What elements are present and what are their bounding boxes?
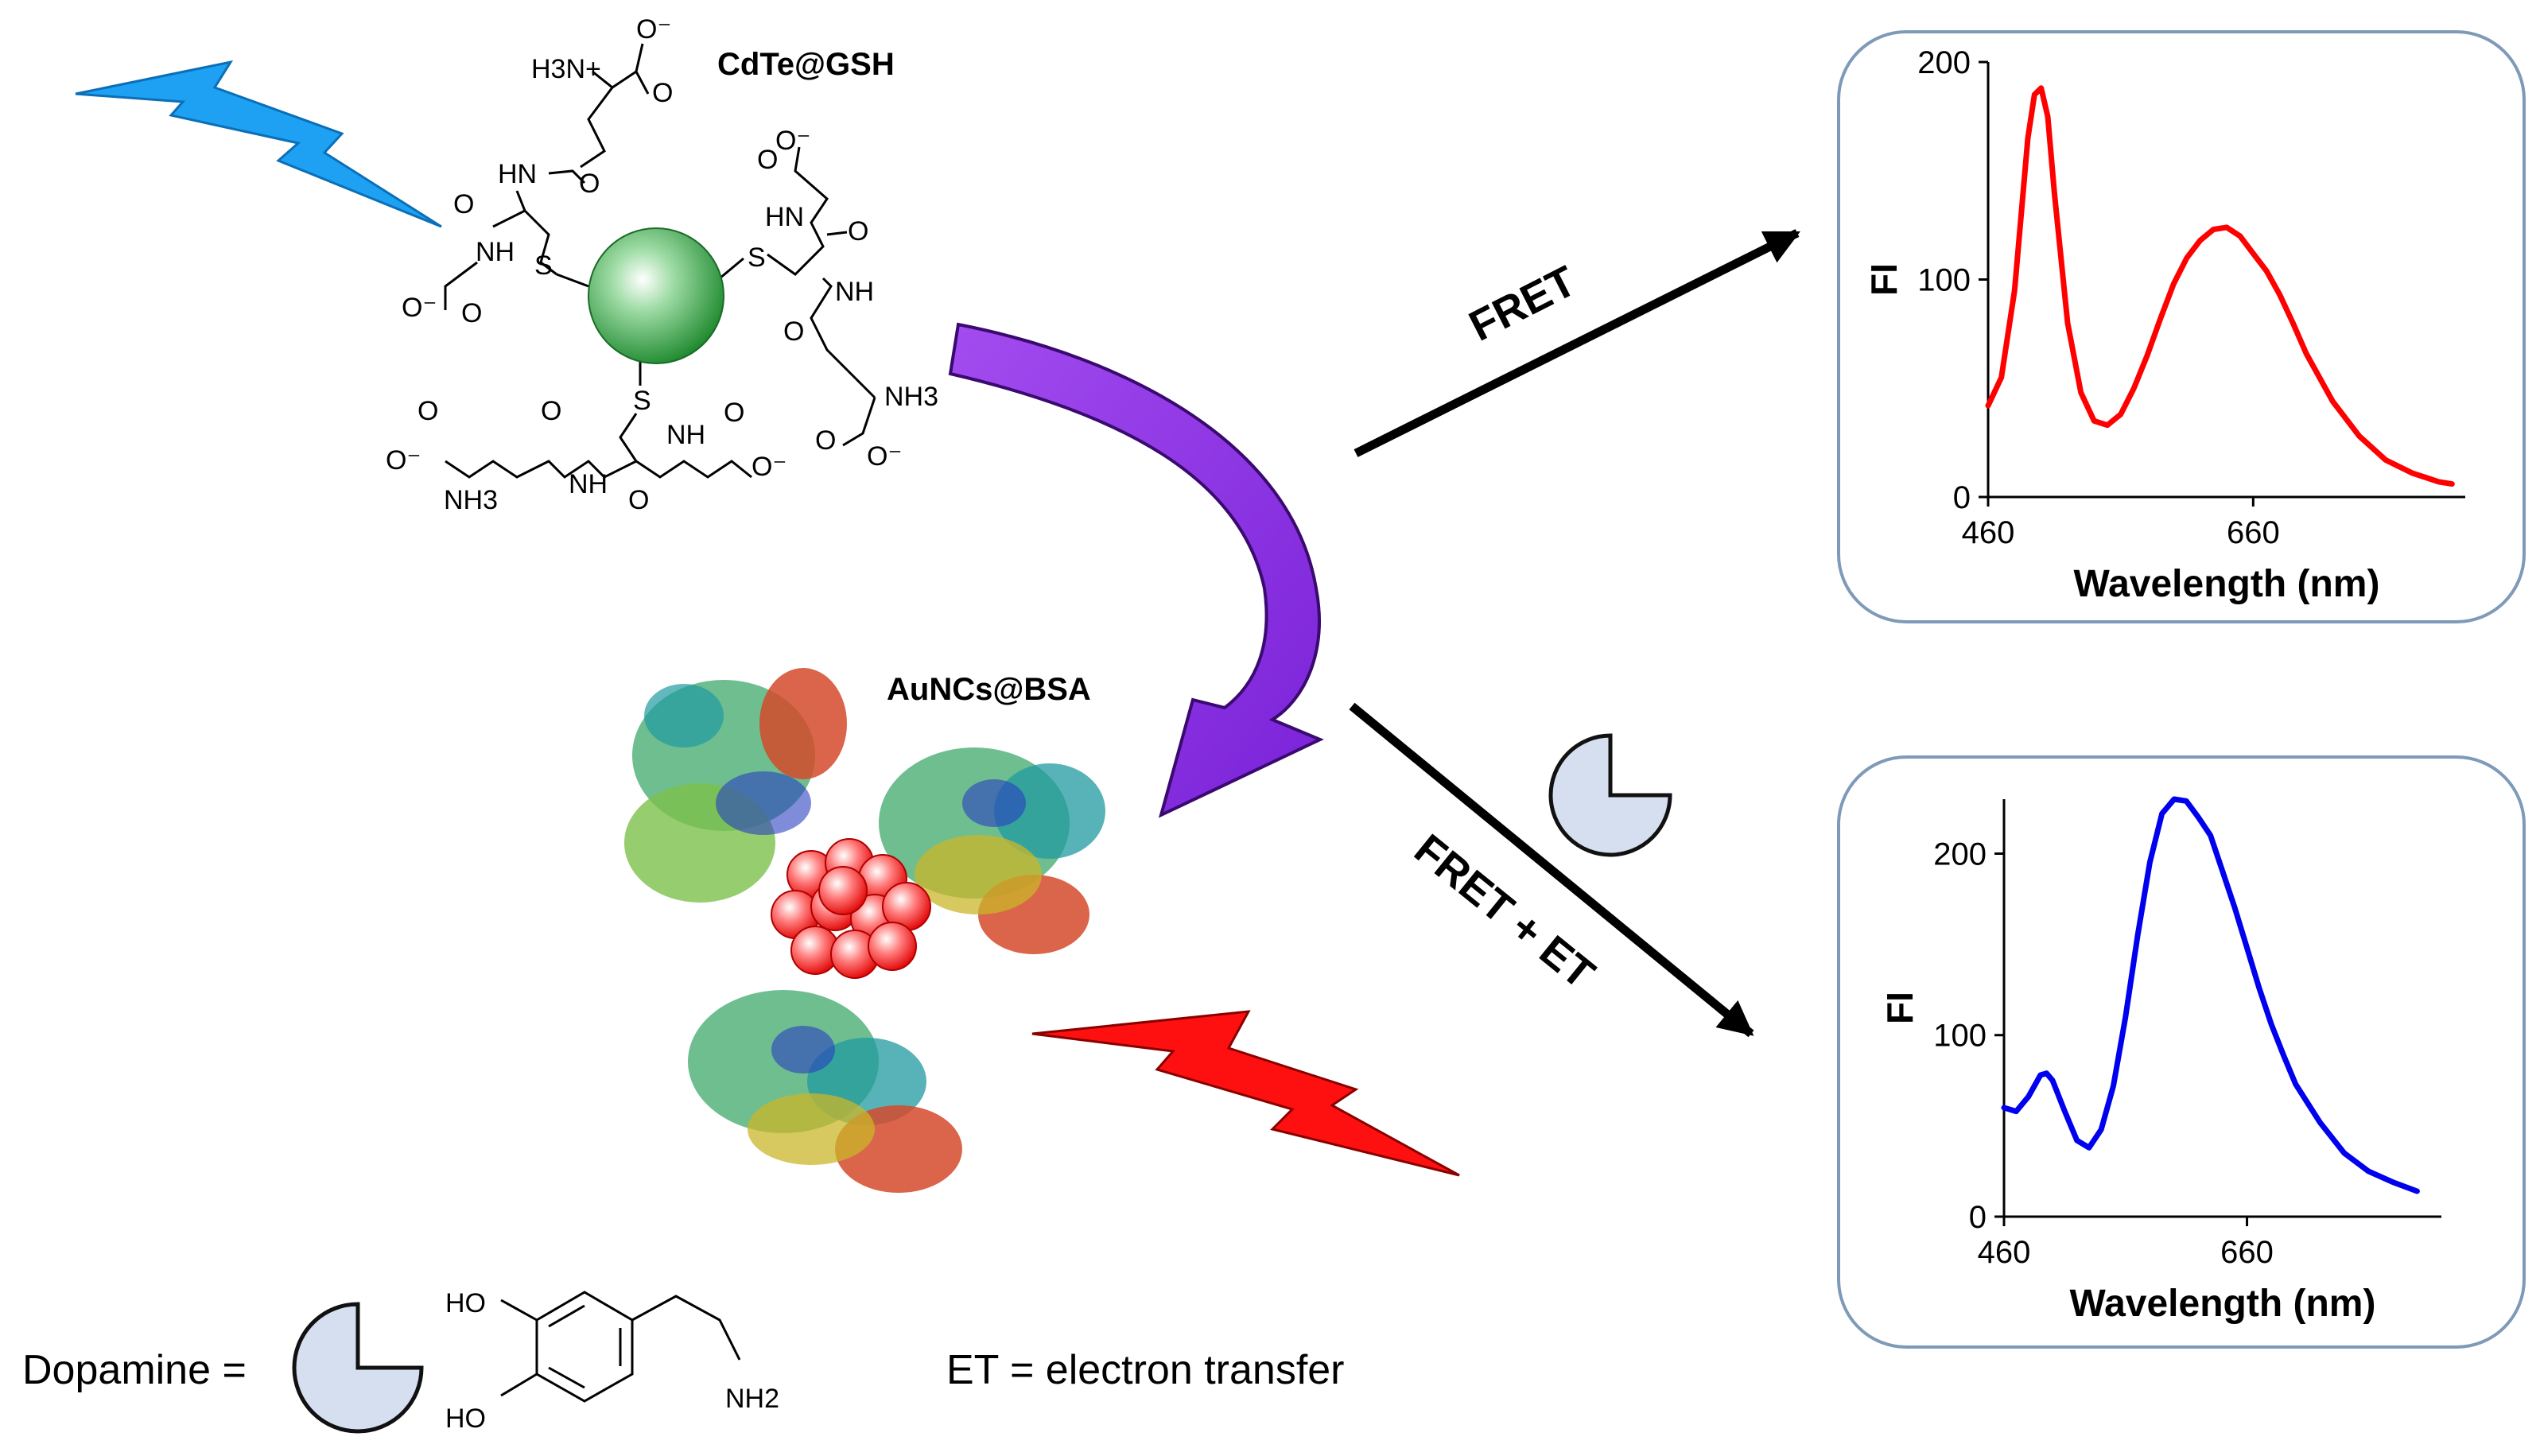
purple-curved-arrow — [948, 322, 1324, 818]
dopamine-legend-label: Dopamine = — [22, 1347, 247, 1393]
o-right-3: O — [815, 425, 836, 456]
bsa-protein-bottom — [688, 990, 962, 1193]
y-tick-label: 100 — [1933, 1019, 1987, 1054]
x-tick-label: 660 — [2227, 515, 2280, 550]
y-axis-label: FI — [1879, 992, 1921, 1024]
spectrum-line — [1985, 85, 2455, 487]
s-right: S — [748, 243, 766, 273]
hn-right: HN — [765, 202, 804, 232]
o-right-top: O — [757, 145, 778, 175]
spectrum-line — [2001, 796, 2420, 1194]
x-tick-label: 660 — [2220, 1235, 2274, 1270]
cdte-gsh-structure: H3N+ O⁻ O HN O O NH S O⁻ O S O⁻ O HN O N… — [386, 14, 938, 515]
y-axis-label: FI — [1863, 263, 1905, 296]
o-right: O — [848, 216, 868, 247]
nh-bottom-2: NH — [666, 420, 705, 450]
bsa-protein-right — [879, 747, 1105, 954]
chart-panel-frame — [1837, 755, 2526, 1349]
dopamine-symbol-icon — [1548, 733, 1672, 857]
fret-arrow — [1354, 229, 1800, 457]
o-bottom-1: O — [418, 396, 438, 426]
o-minus-bottom-left: O⁻ — [386, 445, 421, 476]
nh-bottom: NH — [569, 469, 608, 499]
fret-label: FRET — [1462, 257, 1583, 350]
o-minus-right: O⁻ — [867, 441, 902, 472]
et-legend-label: ET = electron transfer — [946, 1347, 1345, 1393]
x-tick-label: 460 — [1962, 515, 2015, 550]
o-left-2: O — [461, 298, 482, 328]
o-left: O — [453, 189, 474, 219]
o-bottom-4: O — [724, 398, 744, 428]
y-tick-label: 0 — [1969, 1200, 1987, 1235]
cdte-gsh-label: CdTe@GSH — [717, 47, 895, 82]
h3n-plus-top: H3N+ — [531, 54, 601, 84]
o-minus-right-top: O⁻ — [775, 126, 810, 156]
x-tick-label: 460 — [1978, 1235, 2031, 1270]
hn-top: HN — [498, 159, 537, 189]
ho-top: HO — [445, 1288, 486, 1318]
y-tick-label: 0 — [1953, 480, 1971, 515]
aunc-bsa-label: AuNCs@BSA — [887, 672, 1091, 707]
ho-bottom: HO — [445, 1404, 486, 1434]
nh2-label: NH2 — [725, 1384, 779, 1414]
o-mid: O — [579, 169, 600, 199]
au-nanocluster — [771, 838, 931, 979]
bsa-protein-cluster — [624, 668, 1105, 1193]
nh-left: NH — [476, 237, 515, 267]
fret-et-arrow — [1349, 702, 1754, 1038]
o-minus-top: O⁻ — [636, 14, 671, 45]
red-lightning-icon — [1031, 1010, 1460, 1177]
o-bottom-2: O — [541, 396, 561, 426]
o-bottom-3: O — [628, 485, 649, 515]
dopamine-structure: HO HO NH2 — [445, 1288, 779, 1434]
s-left: S — [534, 250, 553, 281]
x-axis-label: Wavelength (nm) — [2074, 563, 2380, 605]
y-tick-label: 200 — [1917, 45, 1971, 80]
fret-et-label: FRET + ET — [1405, 825, 1603, 999]
y-tick-label: 200 — [1933, 837, 1987, 872]
o-right-2: O — [783, 316, 804, 347]
o-minus-left: O⁻ — [402, 293, 437, 323]
x-axis-label: Wavelength (nm) — [2070, 1283, 2376, 1325]
y-tick-label: 100 — [1917, 263, 1971, 298]
nh3-plus-bottom: NH3 — [444, 485, 498, 515]
o-top: O — [652, 78, 673, 108]
s-bottom: S — [633, 386, 651, 416]
chart-panel-frame — [1837, 30, 2526, 623]
nh-right: NH — [835, 277, 874, 307]
cdte-quantum-dot — [588, 227, 724, 364]
dopamine-legend-icon — [292, 1302, 424, 1434]
blue-lightning-icon — [75, 60, 442, 228]
bsa-protein-top-left — [624, 668, 847, 903]
o-minus-bottom-right: O⁻ — [752, 452, 786, 482]
nh3-plus-right: NH3 — [884, 382, 938, 412]
